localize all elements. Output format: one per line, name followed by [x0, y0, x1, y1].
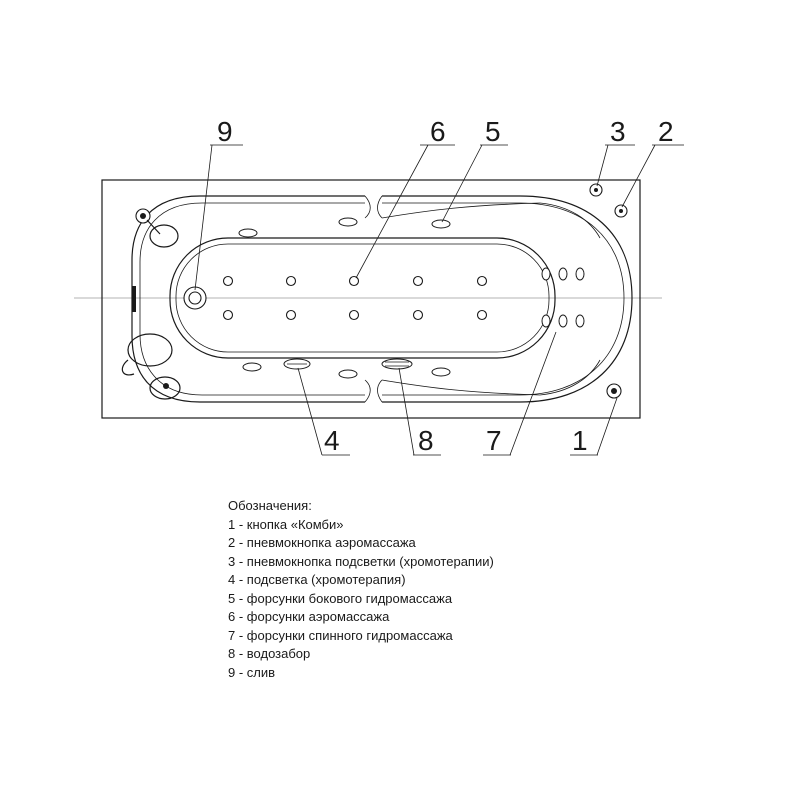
air-jets [222, 275, 488, 321]
button-air-control [614, 204, 628, 218]
legend-item-2: 2 - пневмокнопка аэромассажа [228, 535, 416, 550]
callout-4: 4 [324, 425, 340, 456]
callout-1: 1 [572, 425, 588, 456]
seat-notch-top [364, 195, 383, 219]
faucet-bottom-fixture [121, 333, 181, 400]
armrest-bottom [381, 359, 601, 396]
button-light-control [589, 183, 603, 197]
tub-bowl-outline [131, 195, 633, 403]
callout-8: 8 [418, 425, 434, 456]
legend-item-5: 5 - форсунки бокового гидромассажа [228, 590, 453, 606]
leader-lines [194, 144, 684, 456]
callout-5: 5 [485, 116, 501, 147]
drain-fixture [183, 286, 207, 310]
legend-item-6: 6 - форсунки аэромассажа [228, 609, 390, 624]
overflow-slot [132, 286, 136, 312]
callout-2: 2 [658, 116, 674, 147]
callout-6: 6 [430, 116, 446, 147]
tub-outer-rim [101, 179, 641, 419]
legend-heading: Обозначения: [228, 498, 312, 513]
water-intake [381, 358, 413, 370]
legend-item-7: 7 - форсунки спинного гидромассажа [228, 627, 453, 643]
legend-item-9: 9 - слив [228, 664, 276, 680]
tub-bowl-inner-line [139, 202, 625, 396]
side-jets [238, 217, 451, 379]
legend: Обозначения: 1 - кнопка «Комби» 2 - пнев… [228, 497, 494, 682]
seat-notch-bottom [364, 379, 383, 403]
tub-floor [169, 237, 556, 359]
legend-item-4: 4 - подсветка (хромотерапия) [228, 572, 406, 587]
legend-item-8: 8 - водозабор [228, 646, 311, 661]
faucet-top-fixture [135, 208, 179, 248]
callout-3: 3 [610, 116, 626, 147]
back-jets [541, 267, 585, 328]
armrest-top [381, 202, 601, 239]
tub-floor-inner [175, 243, 550, 353]
chromotherapy-light [283, 358, 311, 370]
callout-7: 7 [486, 425, 502, 456]
callout-9: 9 [217, 116, 233, 147]
button-combi [606, 383, 622, 399]
legend-item-3: 3 - пневмокнопка подсветки (хромотерапии… [228, 553, 494, 569]
legend-item-1: 1 - кнопка «Комби» [228, 516, 344, 532]
